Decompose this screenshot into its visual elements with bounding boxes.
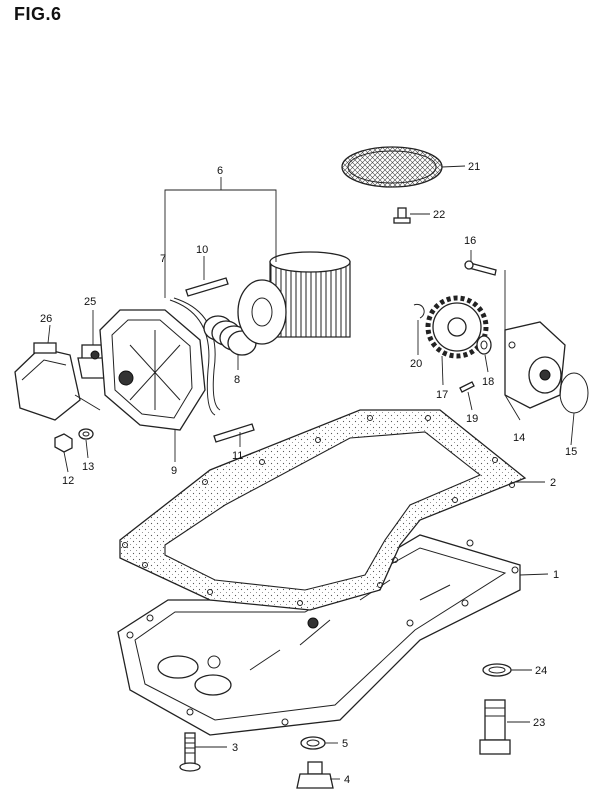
pump-washer	[476, 335, 492, 355]
oil-strainer	[341, 146, 443, 188]
pan-bolt	[179, 732, 201, 772]
callout-4: 4	[344, 774, 350, 786]
callout-8: 8	[234, 374, 240, 386]
callout-14: 14	[513, 432, 525, 444]
callout-10: 10	[196, 244, 208, 256]
leader-lines	[47, 165, 575, 780]
pump-circlip	[413, 303, 425, 319]
callout-21: 21	[468, 161, 480, 173]
callout-9: 9	[171, 465, 177, 477]
pump-pin	[459, 381, 475, 393]
callout-1: 1	[553, 569, 559, 581]
callout-19: 19	[466, 413, 478, 425]
oil-pan-gasket	[119, 409, 527, 611]
callout-labels: 1 2 3 4 5 6 7 8 9 10 11 12 13 14 15 16 1…	[40, 161, 577, 786]
callout-22: 22	[433, 209, 445, 221]
oil-filter-element	[237, 251, 351, 345]
drain-plug-washer	[300, 736, 326, 750]
cover-nut	[54, 433, 73, 453]
callout-5: 5	[342, 738, 348, 750]
strainer-screw	[393, 207, 411, 224]
oil-pump-gear	[425, 295, 489, 359]
union-gasket	[482, 663, 512, 677]
callout-25: 25	[84, 296, 96, 308]
oil-cooler-cover	[14, 342, 101, 421]
callout-6: 6	[217, 165, 223, 177]
callout-23: 23	[533, 717, 545, 729]
callout-20: 20	[410, 358, 422, 370]
oil-pump	[504, 321, 566, 409]
callout-18: 18	[482, 376, 494, 388]
callout-12: 12	[62, 475, 74, 487]
filter-stud-lower	[213, 423, 255, 443]
cover-washer	[78, 428, 94, 440]
callout-3: 3	[232, 742, 238, 754]
drain-plug	[296, 761, 334, 789]
figure-title: FIG.6	[14, 4, 62, 24]
callout-24: 24	[535, 665, 547, 677]
callout-26: 26	[40, 313, 52, 325]
pump-bolt	[464, 260, 497, 276]
callout-7: 7	[160, 253, 166, 265]
oil-pipe-union	[479, 699, 511, 755]
callout-11: 11	[232, 450, 243, 462]
callout-17: 17	[436, 389, 448, 401]
callout-2: 2	[550, 477, 556, 489]
filter-stud-upper	[185, 277, 229, 297]
pump-o-ring	[559, 372, 589, 414]
oil-filter-cap	[99, 309, 206, 431]
filter-cap-o-ring	[169, 297, 221, 416]
callout-15: 15	[565, 446, 577, 458]
callout-13: 13	[82, 461, 94, 473]
callout-16: 16	[464, 235, 476, 247]
